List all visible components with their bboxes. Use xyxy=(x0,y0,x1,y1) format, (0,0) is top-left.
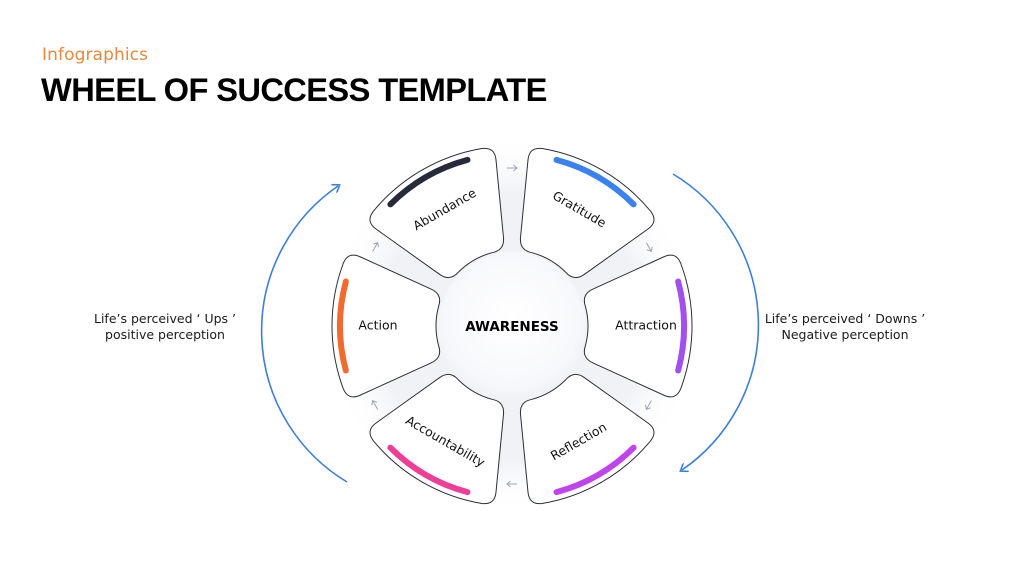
slide-title: WHEEL OF SUCCESS TEMPLATE xyxy=(41,72,547,108)
right-annotation-line1: Life’s perceived ‘ Downs ’ xyxy=(764,311,926,326)
segment-shape xyxy=(519,373,655,505)
connector-arrow-icon xyxy=(371,400,379,410)
left-up-arrow xyxy=(260,186,348,483)
segment-shape xyxy=(369,147,505,279)
right-annotation: Life’s perceived ‘ Downs ’ Negative perc… xyxy=(735,311,955,343)
segment-gratitude: Gratitude xyxy=(519,147,655,279)
left-annotation-line2: positive perception xyxy=(105,327,225,342)
center-circle xyxy=(438,252,586,400)
connectors-layer xyxy=(371,164,653,488)
segment-accent-bar xyxy=(553,156,637,208)
segment-action: Action xyxy=(331,254,441,398)
segment-accent-bar xyxy=(387,156,471,208)
connector-arrow-icon xyxy=(372,242,380,252)
segment-shape xyxy=(369,373,505,505)
segment-shape xyxy=(519,147,655,279)
segment-accountability: Accountability xyxy=(369,373,505,505)
left-annotation-line1: Life’s perceived ‘ Ups ’ xyxy=(94,311,236,326)
right-annotation-line2: Negative perception xyxy=(781,327,909,342)
segment-attraction: Attraction xyxy=(583,254,693,398)
connector-arrow-icon xyxy=(645,242,653,252)
segment-shape xyxy=(331,254,441,398)
left-annotation: Life’s perceived ‘ Ups ’ positive percep… xyxy=(55,311,275,343)
right-down-arrow xyxy=(672,173,760,470)
segment-label: Attraction xyxy=(615,318,677,333)
segment-shape xyxy=(583,254,693,398)
center-label: AWARENESS xyxy=(465,319,559,335)
segment-abundance: Abundance xyxy=(369,147,505,279)
connector-arrow-icon xyxy=(644,400,652,410)
connector-arrow-icon xyxy=(506,480,517,488)
segment-label: Action xyxy=(358,318,397,333)
segment-reflection: Reflection xyxy=(519,373,655,505)
segment-accent-bar xyxy=(387,444,471,496)
segment-accent-bar xyxy=(675,278,687,374)
segment-accent-bar xyxy=(337,278,349,374)
slide-subtitle: Infographics xyxy=(42,45,149,65)
connector-arrow-icon xyxy=(507,164,518,172)
segment-accent-bar xyxy=(553,444,637,496)
